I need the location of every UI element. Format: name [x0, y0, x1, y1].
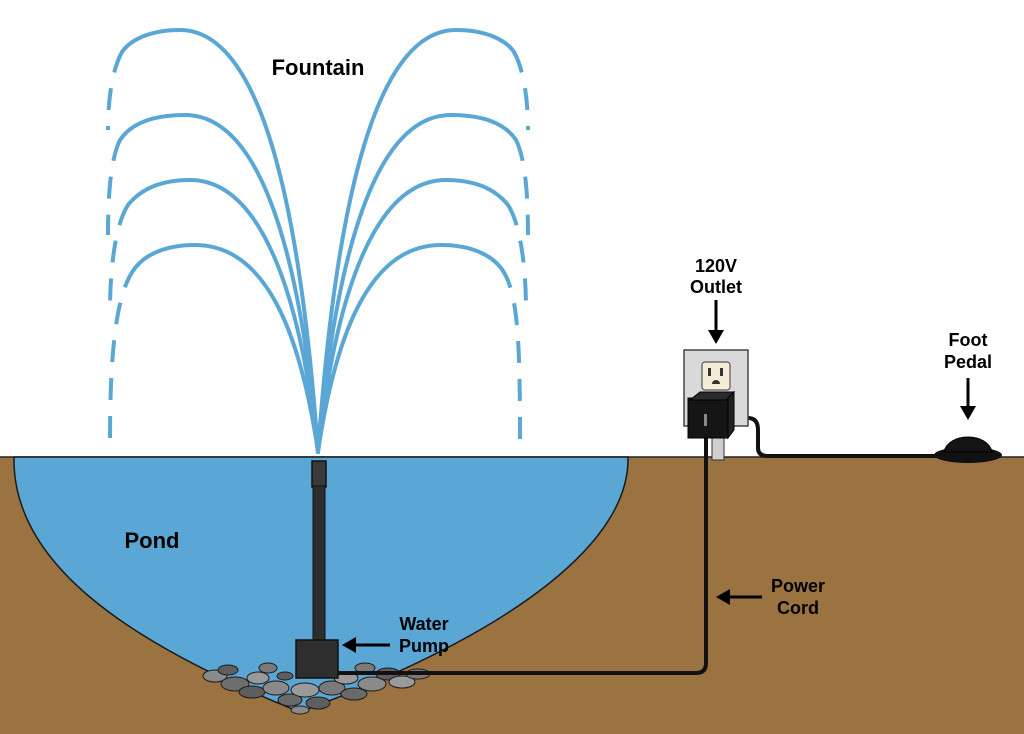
power-cord — [338, 420, 708, 675]
cord-label-line2: Cord — [777, 598, 819, 618]
rocks — [202, 662, 431, 715]
foot-pedal-icon — [934, 436, 1002, 463]
pedal-label-line2: Pedal — [944, 352, 992, 372]
pump-label-line1: Water — [399, 614, 448, 634]
pond-label: Pond — [125, 528, 180, 553]
receptacle-slot-right — [720, 368, 723, 376]
fountain-pipe — [312, 485, 326, 643]
plug-icon — [687, 390, 736, 440]
receptacle-ground — [712, 380, 720, 384]
outlet-label-line1: 120V — [695, 256, 737, 276]
water-pump-icon — [295, 639, 339, 679]
receptacle — [701, 361, 731, 391]
outlet-label-line2: Outlet — [690, 277, 742, 297]
pump-label-line2: Pump — [399, 636, 449, 656]
arrow-icon — [342, 300, 976, 653]
pedal-label-line1: Foot — [949, 330, 988, 350]
nozzle — [311, 460, 327, 488]
pedal-cord — [730, 416, 944, 458]
fountain-label: Fountain — [272, 55, 365, 80]
receptacle-slot-left — [708, 368, 711, 376]
fountain-spray — [118, 27, 518, 454]
fountain-spray-dashed — [106, 51, 530, 441]
cord-label-line1: Power — [771, 576, 825, 596]
